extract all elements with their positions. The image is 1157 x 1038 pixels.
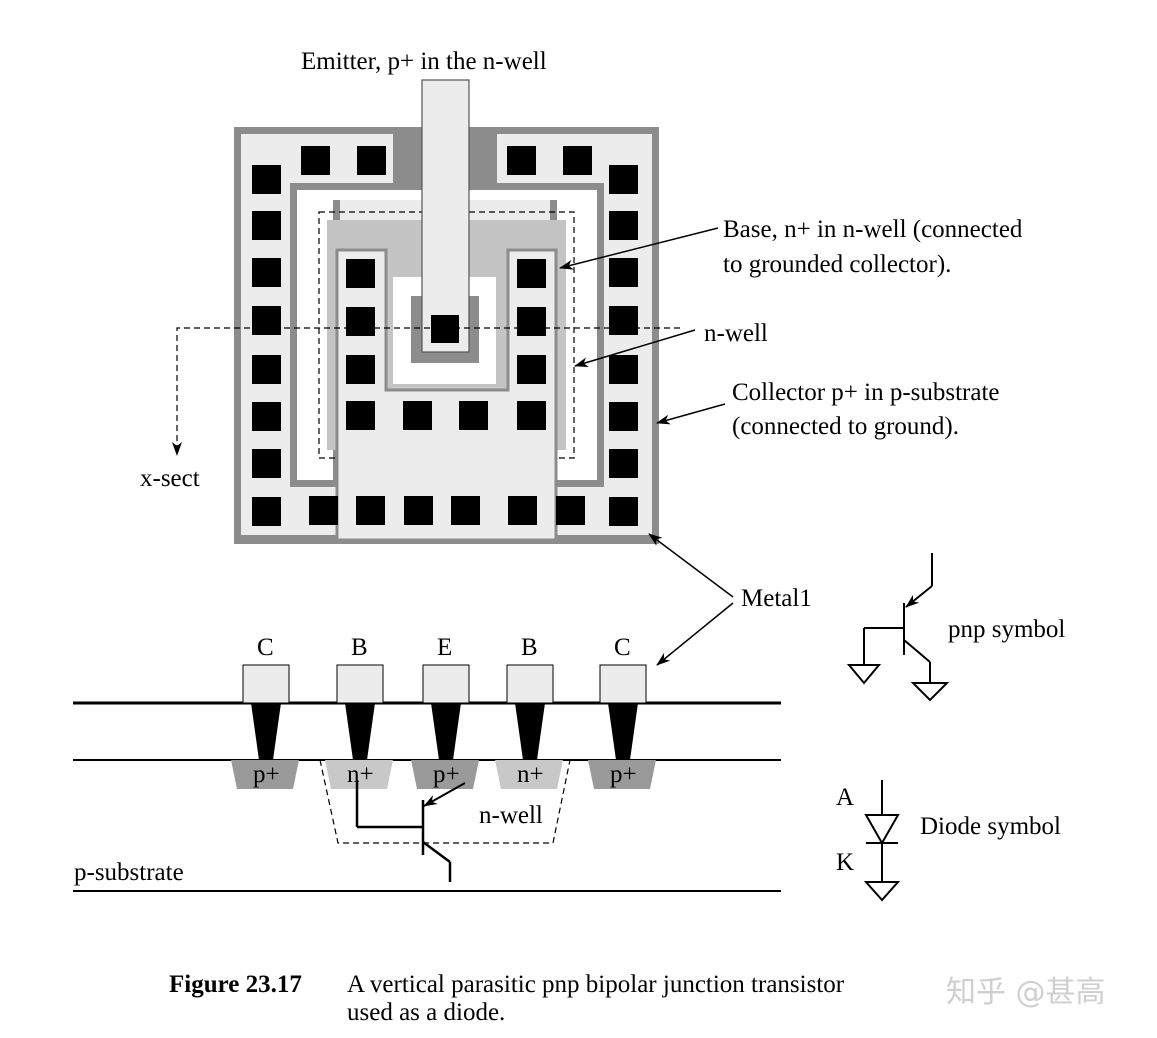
base-label-line1: Base, n+ in n-well (connected bbox=[723, 216, 1023, 243]
contact-square bbox=[252, 355, 281, 384]
collector-arrow bbox=[656, 403, 726, 425]
terminal-label-3: B bbox=[521, 634, 538, 661]
contact-square bbox=[357, 146, 386, 175]
xs-pnp-symbol bbox=[355, 780, 466, 882]
contact-plug-3 bbox=[515, 703, 545, 760]
contact-square bbox=[609, 165, 638, 194]
contact-square bbox=[517, 401, 546, 430]
nwell-arrow bbox=[574, 329, 696, 368]
contact-square bbox=[609, 306, 638, 335]
caption-number: Figure 23.17 bbox=[169, 971, 302, 998]
contact-square bbox=[609, 402, 638, 431]
contact-plug-2 bbox=[431, 703, 461, 760]
diffusion-pplus-4 bbox=[588, 760, 656, 789]
base-arrow bbox=[559, 227, 719, 270]
contact-square bbox=[346, 259, 375, 288]
xs-terminal-columns: Cp+ Bn+ Ep+ Bn+ Cp+ bbox=[231, 634, 656, 789]
contact-square bbox=[346, 401, 375, 430]
metal1-arrow-top bbox=[648, 533, 734, 598]
xs-nwell-label: n-well bbox=[479, 802, 543, 829]
contact-square bbox=[252, 258, 281, 287]
terminal-label-4: C bbox=[614, 634, 631, 661]
metal1-label: Metal1 bbox=[741, 585, 812, 612]
base-label-line2: to grounded collector). bbox=[723, 251, 951, 278]
diffusion-nplus-1 bbox=[325, 760, 393, 789]
contact-square bbox=[252, 497, 281, 526]
collector-label-line1: Collector p+ in p-substrate bbox=[732, 379, 1000, 406]
terminal-label-0: C bbox=[257, 634, 274, 661]
contact-square bbox=[301, 146, 330, 175]
diffusion-label-2: p+ bbox=[433, 761, 460, 788]
terminal-label-2: E bbox=[437, 634, 452, 661]
contact-square bbox=[451, 496, 480, 525]
contact-square bbox=[563, 146, 592, 175]
diffusion-pplus-2 bbox=[411, 760, 479, 789]
contact-square bbox=[346, 355, 375, 384]
contact-square bbox=[609, 449, 638, 478]
contact-square bbox=[507, 146, 536, 175]
metal-pad-1[interactable] bbox=[336, 664, 384, 704]
diffusion-nplus-3 bbox=[495, 760, 563, 789]
contact-square bbox=[309, 496, 338, 525]
contact-square bbox=[508, 496, 537, 525]
diffusion-label-3: n+ bbox=[517, 761, 544, 788]
contact-square bbox=[459, 401, 488, 430]
contact-square bbox=[356, 496, 385, 525]
contact-square bbox=[556, 496, 585, 525]
contact-square bbox=[609, 497, 638, 526]
caption-line2: used as a diode. bbox=[347, 999, 505, 1026]
contact-plug-1 bbox=[345, 703, 375, 760]
contact-square bbox=[252, 165, 281, 194]
metal-pad-0[interactable] bbox=[242, 664, 290, 704]
xsect-label: x-sect bbox=[140, 465, 200, 492]
cathode-label: K bbox=[836, 849, 854, 876]
psubstrate-label: p-substrate bbox=[74, 859, 184, 886]
xs-nwell-outline bbox=[319, 759, 571, 844]
layout-top-view bbox=[172, 79, 680, 544]
anode-label: A bbox=[836, 784, 854, 811]
contact-square bbox=[609, 355, 638, 384]
pnp-symbol bbox=[846, 553, 950, 702]
contact-square bbox=[609, 211, 638, 240]
contact-square bbox=[346, 307, 375, 336]
diffusion-pplus-0 bbox=[231, 760, 299, 789]
contact-square bbox=[252, 449, 281, 478]
watermark: 知乎 @甚高 bbox=[946, 975, 1106, 1010]
metal1-arrow-bottom bbox=[656, 602, 734, 666]
caption-line1: A vertical parasitic pnp bipolar junctio… bbox=[347, 971, 845, 998]
diffusion-label-1: n+ bbox=[347, 761, 374, 788]
emitter-contact[interactable] bbox=[431, 315, 459, 343]
nwell-label: n-well bbox=[704, 320, 768, 347]
diode-symbol bbox=[863, 780, 901, 902]
contact-square bbox=[517, 259, 546, 288]
contact-square bbox=[404, 496, 433, 525]
metal-pad-4[interactable] bbox=[599, 664, 647, 704]
contact-array bbox=[252, 146, 638, 526]
contact-square bbox=[609, 258, 638, 287]
contact-square bbox=[517, 307, 546, 336]
contact-plug-4 bbox=[608, 703, 638, 760]
metal-pad-2[interactable] bbox=[422, 664, 470, 704]
emitter-label: Emitter, p+ in the n-well bbox=[301, 48, 547, 75]
diffusion-label-0: p+ bbox=[253, 761, 280, 788]
collector-label-line2: (connected to ground). bbox=[732, 413, 959, 440]
contact-square bbox=[517, 355, 546, 384]
contact-plug-0 bbox=[251, 703, 281, 760]
pnp-symbol-label: pnp symbol bbox=[948, 616, 1065, 643]
emitter-metal-strap bbox=[421, 79, 470, 353]
contact-square bbox=[252, 306, 281, 335]
metal-pad-3[interactable] bbox=[506, 664, 554, 704]
contact-square bbox=[403, 401, 432, 430]
xsect-line bbox=[172, 327, 680, 456]
contact-square bbox=[252, 402, 281, 431]
diffusion-label-4: p+ bbox=[610, 761, 637, 788]
terminal-label-1: B bbox=[351, 634, 368, 661]
diode-symbol-label: Diode symbol bbox=[920, 813, 1061, 840]
cross-section: Cp+ Bn+ Ep+ Bn+ Cp+ n-well p-substrate bbox=[73, 634, 781, 892]
contact-square bbox=[252, 211, 281, 240]
collector-inner-gap bbox=[297, 190, 597, 480]
